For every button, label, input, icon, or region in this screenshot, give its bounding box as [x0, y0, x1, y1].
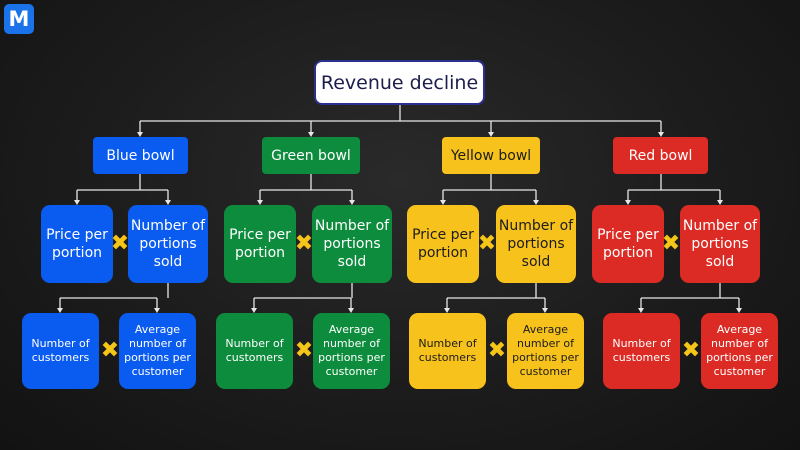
arrowhead [625, 200, 631, 205]
portions-sold-box-green: Number of portions sold [312, 205, 392, 283]
avg-portions-box-yellow: Average number of portions per customer [507, 313, 584, 389]
arrowhead [348, 308, 354, 313]
portions-sold-box-blue: Number of portions sold [128, 205, 208, 283]
multiply-icon: ✖ [681, 338, 701, 363]
arrowhead [308, 132, 314, 137]
arrowhead [154, 308, 160, 313]
arrowhead [349, 200, 355, 205]
arrowhead [57, 308, 63, 313]
customers-box-blue: Number of customers [22, 313, 99, 389]
bowl-node-blue: Blue bowl [93, 137, 188, 174]
arrowhead [137, 132, 143, 137]
arrowhead [736, 308, 742, 313]
avg-portions-box-red: Average number of portions per customer [701, 313, 778, 389]
bowl-node-red: Red bowl [613, 137, 708, 174]
customers-box-green: Number of customers [216, 313, 293, 389]
multiply-icon: ✖ [100, 338, 120, 363]
customers-box-yellow: Number of customers [409, 313, 486, 389]
price-per-portion-box-green: Price per portion [224, 205, 296, 283]
bowl-node-green: Green bowl [262, 137, 360, 174]
arrowhead [658, 132, 664, 137]
price-per-portion-box-yellow: Price per portion [407, 205, 479, 283]
arrowhead [488, 132, 494, 137]
portions-sold-box-red: Number of portions sold [680, 205, 760, 283]
arrowhead [74, 200, 80, 205]
brand-logo: M [4, 4, 34, 34]
arrowhead [717, 200, 723, 205]
multiply-icon: ✖ [477, 231, 497, 256]
arrowhead [165, 200, 171, 205]
bowl-node-yellow: Yellow bowl [442, 137, 540, 174]
arrowhead [542, 308, 548, 313]
multiply-icon: ✖ [487, 338, 507, 363]
arrowhead [251, 308, 257, 313]
root-node-revenue-decline: Revenue decline [314, 60, 485, 105]
arrowhead [444, 308, 450, 313]
price-per-portion-box-blue: Price per portion [41, 205, 113, 283]
arrowhead [440, 200, 446, 205]
avg-portions-box-green: Average number of portions per customer [313, 313, 390, 389]
multiply-icon: ✖ [294, 338, 314, 363]
price-per-portion-box-red: Price per portion [592, 205, 664, 283]
arrowhead [257, 200, 263, 205]
multiply-icon: ✖ [661, 231, 681, 256]
arrowhead [533, 200, 539, 205]
customers-box-red: Number of customers [603, 313, 680, 389]
multiply-icon: ✖ [294, 231, 314, 256]
arrowhead [638, 308, 644, 313]
portions-sold-box-yellow: Number of portions sold [496, 205, 576, 283]
avg-portions-box-blue: Average number of portions per customer [119, 313, 196, 389]
multiply-icon: ✖ [110, 231, 130, 256]
